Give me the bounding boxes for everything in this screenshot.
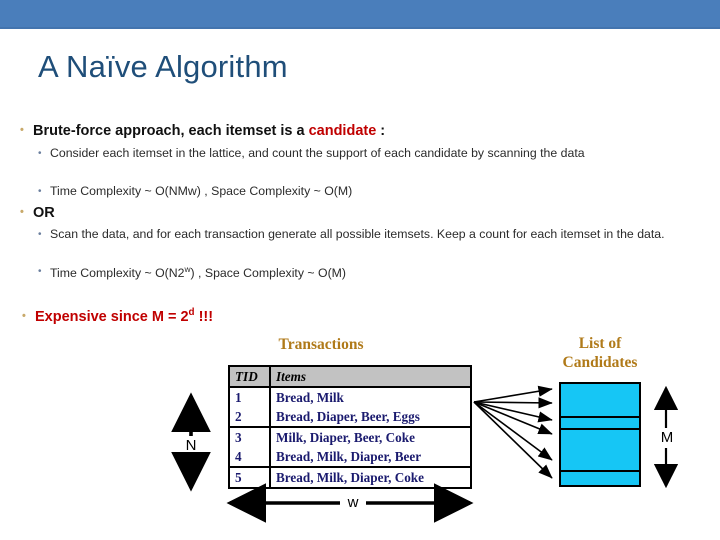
candidates-heading-line2: Candidates: [562, 354, 638, 371]
cell-tid: 3: [229, 426, 271, 447]
bullet-expensive-prefix: Expensive since M = 2: [35, 308, 189, 325]
cell-tid: 5: [229, 466, 271, 488]
candidate-highlight: candidate: [308, 123, 377, 139]
table-row: 1 Bread, Milk: [229, 387, 471, 407]
subbullet-complexity-nmw: • Time Complexity ~ O(NMw) , Space Comple…: [38, 184, 352, 198]
complexity-suffix: ) , Space Complexity ~ O(M): [190, 266, 347, 281]
subbullet-complexity-n2w: • Time Complexity ~ O(N2w) , Space Comple…: [38, 264, 346, 280]
cell-items: Bread, Milk: [276, 390, 344, 405]
bullet-marker-icon: •: [22, 309, 26, 322]
subbullet-marker-icon: •: [38, 186, 42, 197]
table-row: 4 Bread, Milk, Diaper, Beer: [229, 447, 471, 467]
label-n: N: [185, 437, 197, 454]
bullet-or: • OR: [20, 205, 55, 221]
subbullet-consider-lattice: • Consider each itemset in the lattice, a…: [38, 146, 678, 160]
bullet-expensive-exponent: d: [188, 307, 195, 318]
candidate-divider: [561, 416, 639, 418]
table-row: 3 Milk, Diaper, Beer, Coke: [229, 426, 471, 447]
cell-items: Bread, Milk, Diaper, Coke: [270, 466, 471, 488]
column-header-items: Items: [270, 366, 471, 388]
transactions-table: TID Items 1 Bread, Milk 2 Bread, Diaper,…: [228, 365, 472, 489]
bullet-marker-icon: •: [20, 206, 24, 218]
candidates-heading: List of Candidates: [545, 334, 655, 372]
top-banner: [0, 0, 720, 29]
subbullet-marker-icon: •: [38, 266, 42, 277]
candidate-generation-arrows: [473, 385, 553, 479]
bullet-or-text: OR: [33, 205, 55, 221]
cell-items: Bread, Diaper, Beer, Eggs: [276, 409, 420, 424]
cell-items: Milk, Diaper, Beer, Coke: [270, 426, 471, 447]
cell-tid: 4: [229, 447, 271, 467]
column-header-tid: TID: [229, 366, 271, 388]
label-m: M: [660, 429, 674, 446]
bullet-brute-force-suffix: :: [376, 123, 386, 139]
cell-tid: 2: [229, 407, 271, 427]
bullet-brute-force: • Brute-force approach, each itemset is a…: [20, 123, 385, 139]
candidate-divider: [561, 470, 639, 472]
cell-items: Bread, Milk, Diaper, Beer: [276, 449, 422, 464]
transactions-heading: Transactions: [278, 336, 364, 353]
label-w: w: [347, 494, 359, 511]
table-row: 2 Bread, Diaper, Beer, Eggs: [229, 407, 471, 427]
complexity-prefix: Time Complexity ~ O(N2: [50, 266, 185, 281]
subbullet-marker-icon: •: [38, 148, 42, 159]
bullet-expensive-suffix: !!!: [194, 308, 214, 325]
subbullet-scan-data: • Scan the data, and for each transaction…: [38, 227, 698, 241]
table-header-row: TID Items: [229, 366, 471, 388]
candidate-list-box: [559, 382, 641, 487]
subbullet-consider-lattice-text: Consider each itemset in the lattice, an…: [50, 146, 585, 160]
table-row: 5 Bread, Milk, Diaper, Coke: [229, 466, 471, 488]
cell-tid: 1: [229, 387, 271, 407]
bullet-expensive: • Expensive since M = 2d !!!: [22, 307, 213, 325]
page-title: A Naïve Algorithm: [38, 49, 288, 84]
subbullet-marker-icon: •: [38, 229, 42, 240]
complexity-exponent: w: [184, 264, 191, 274]
subbullet-complexity-n2w-text: Time Complexity ~ O(N2w) , Space Complex…: [50, 264, 346, 280]
candidates-heading-line1: List of: [578, 335, 622, 352]
subbullet-complexity-nmw-text: Time Complexity ~ O(NMw) , Space Complex…: [50, 184, 353, 198]
bullet-marker-icon: •: [20, 124, 24, 136]
bullet-brute-force-text: Brute-force approach, each itemset is a: [33, 123, 309, 139]
candidate-divider: [561, 428, 639, 430]
subbullet-scan-data-text: Scan the data, and for each transaction …: [50, 227, 665, 241]
